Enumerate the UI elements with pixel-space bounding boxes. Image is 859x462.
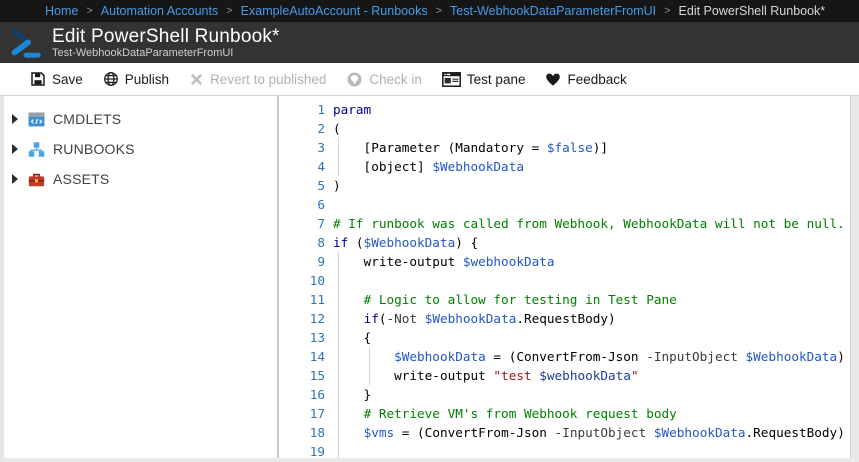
line-number: 18 [309, 425, 325, 440]
powershell-chevron-icon [11, 27, 41, 58]
line-number: 4 [317, 159, 325, 174]
indent-guide [338, 138, 339, 176]
code-line[interactable]: 11 # Logic to allow for testing in Test … [279, 290, 859, 309]
line-number: 15 [309, 368, 325, 383]
line-number: 17 [309, 406, 325, 421]
chevron-right-icon: > [86, 5, 93, 17]
check-in-label: Check in [369, 71, 422, 87]
sidebar-item-label: RUNBOOKS [53, 141, 135, 157]
save-button[interactable]: Save [30, 71, 83, 87]
sidebar-item-cmdlets[interactable]: CMDLETS [4, 104, 277, 134]
breadcrumb-runbooks[interactable]: ExampleAutoAccount - Runbooks [240, 4, 428, 18]
code-line[interactable]: 17 # Retrieve VM's from Webhook request … [279, 404, 859, 423]
code-line[interactable]: 4 [object] $WebhookData [279, 157, 859, 176]
check-in-icon [347, 71, 362, 87]
code-line[interactable]: 14 $WebhookData = (ConvertFrom-Json -Inp… [279, 347, 859, 366]
library-sidebar: CMDLETS RUNBOOKS [4, 96, 277, 462]
command-toolbar: Save Publish Revert to published Check i… [0, 63, 859, 96]
chevron-right-icon: > [435, 5, 443, 17]
breadcrumb-current: Edit PowerShell Runbook* [678, 4, 826, 18]
sidebar-editor-divider[interactable] [277, 96, 279, 462]
breadcrumb-home[interactable]: Home [45, 4, 79, 18]
line-number: 12 [309, 311, 325, 326]
sidebar-item-runbooks[interactable]: RUNBOOKS [4, 134, 277, 164]
line-number: 1 [317, 102, 325, 117]
sidebar-item-label: ASSETS [53, 171, 110, 187]
runbook-name-subtitle: Test-WebhookDataParameterFromUI [52, 46, 234, 59]
code-line[interactable]: 9 write-output $webhookData [279, 252, 859, 271]
editor-vertical-scrollbar[interactable] [850, 96, 859, 462]
code-line[interactable]: 6 [279, 195, 859, 214]
breadcrumb-automation-accounts[interactable]: Automation Accounts [100, 4, 219, 18]
line-number: 5 [317, 178, 325, 193]
test-pane-icon [441, 71, 461, 87]
test-pane-button[interactable]: Test pane [441, 71, 526, 87]
chevron-right-icon: > [664, 5, 671, 17]
code-line[interactable]: 15 write-output "test $webhookData" [279, 366, 859, 385]
code-line[interactable]: 19 [279, 442, 859, 461]
indent-guide [338, 252, 339, 461]
code-line[interactable]: 12 if(-Not $WebhookData.RequestBody) [279, 309, 859, 328]
code-line[interactable]: 2( [279, 119, 859, 138]
editor-horizontal-scrollbar[interactable] [0, 458, 859, 462]
line-number: 13 [309, 330, 325, 345]
line-number: 3 [317, 140, 325, 155]
feedback-heart-icon [546, 73, 561, 86]
expand-triangle-icon [12, 174, 18, 184]
line-number: 2 [317, 121, 325, 136]
revert-label: Revert to published [210, 71, 327, 87]
breadcrumb: Home > Automation Accounts > ExampleAuto… [0, 0, 859, 22]
feedback-button[interactable]: Feedback [545, 71, 627, 87]
check-in-button[interactable]: Check in [346, 71, 422, 88]
sidebar-item-assets[interactable]: ASSETS [4, 164, 277, 194]
editor-body: CMDLETS RUNBOOKS [0, 96, 859, 462]
revert-to-published-button[interactable]: Revert to published [189, 72, 326, 87]
line-number: 8 [317, 235, 325, 250]
line-number: 6 [317, 197, 325, 212]
code-line[interactable]: 7# If runbook was called from Webhook, W… [279, 214, 859, 233]
code-line[interactable]: 3 [Parameter (Mandatory = $false)] [279, 138, 859, 157]
publish-button[interactable]: Publish [103, 71, 169, 87]
save-icon [31, 72, 45, 86]
line-number: 10 [309, 273, 325, 288]
line-number: 9 [317, 254, 325, 269]
line-number: 11 [309, 292, 325, 307]
save-label: Save [52, 71, 83, 87]
expand-triangle-icon [12, 144, 18, 154]
page-title: Edit PowerShell Runbook* [52, 25, 280, 47]
breadcrumb-runbook-name[interactable]: Test-WebhookDataParameterFromUI [450, 4, 657, 18]
expand-triangle-icon [12, 114, 18, 124]
code-line[interactable]: 13 { [279, 328, 859, 347]
assets-toolbox-icon [28, 173, 45, 186]
line-number: 7 [317, 216, 325, 231]
runbooks-hierarchy-icon [28, 141, 45, 157]
title-bar: Edit PowerShell Runbook* Test-WebhookDat… [0, 22, 859, 63]
code-line[interactable]: 5) [279, 176, 859, 195]
publish-label: Publish [124, 71, 170, 87]
code-line[interactable]: 18 $vms = (ConvertFrom-Json -InputObject… [279, 423, 859, 442]
line-number: 19 [309, 444, 325, 459]
sidebar-item-label: CMDLETS [53, 111, 122, 127]
test-pane-label: Test pane [466, 71, 526, 87]
feedback-label: Feedback [567, 71, 627, 87]
publish-globe-icon [103, 72, 118, 86]
revert-x-icon [190, 73, 203, 85]
left-scrollbar[interactable] [0, 96, 4, 462]
cmdlets-code-icon [28, 112, 45, 126]
line-number: 16 [309, 387, 325, 402]
code-line[interactable]: 16 } [279, 385, 859, 404]
code-line[interactable]: 10 [279, 271, 859, 290]
indent-guide [368, 347, 370, 385]
line-number: 14 [309, 349, 325, 364]
chevron-right-icon: > [226, 5, 233, 17]
